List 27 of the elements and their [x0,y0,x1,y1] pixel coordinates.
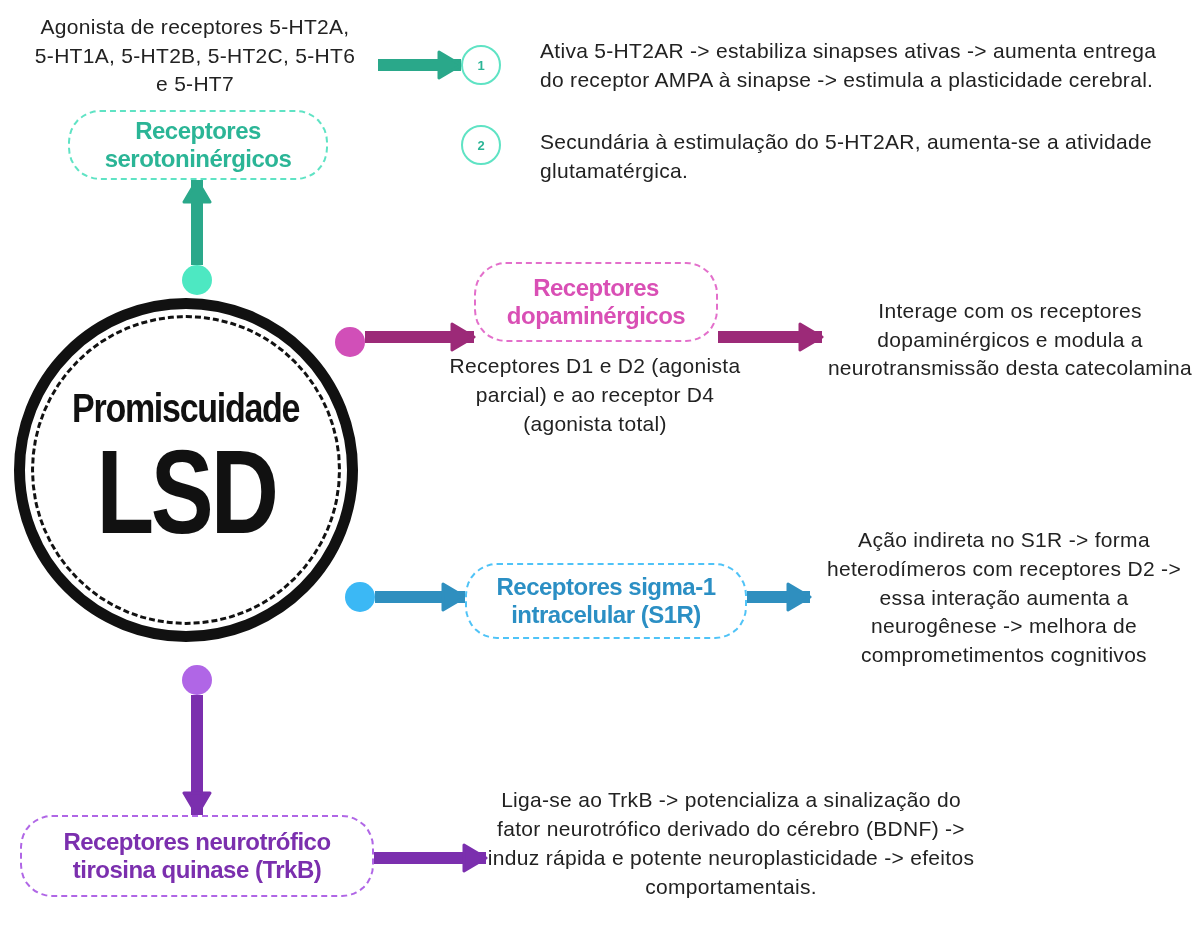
description-text: Ação indireta no S1R -> forma heterodímeros com receptores D2 -> essa interação aumenta a neurogênese -> melhora de comprometimentos cognitivos [810,508,1198,688]
dashed-pill-box: Receptores sigma-1 intracelular (S1R) [465,563,747,639]
number-badge: 2 [461,125,501,165]
arrow [365,322,476,352]
arrow [182,695,212,817]
arrow [378,50,463,80]
number-badge: 1 [461,45,501,85]
description-text: Ativa 5-HT2AR -> estabiliza sinapses ativas -> aumenta entrega do receptor AMPA à sinapse -> estimula a plasticidade cerebral. [540,18,1170,114]
dashed-pill-box: Receptores dopaminérgicos [474,262,718,342]
dashed-pill-box: Receptores serotoninérgicos [68,110,328,180]
circle-heading: LSD [96,430,276,555]
circle-title: Promiscuidade [72,385,300,431]
arrow [718,322,824,352]
arrow [375,582,467,612]
arrow [374,843,488,873]
circle-dot [335,327,365,357]
description-text: Interage com os receptores dopaminérgicos e modula a neurotransmissão desta catecolamina [822,284,1198,396]
circle-dot [182,665,212,695]
dashed-pill-box: Receptores neurotrófico tirosina quinase (TrkB) [20,815,374,897]
description-text: Agonista de receptores 5-HT2A, 5-HT1A, 5-HT2B, 5-HT2C, 5-HT6 e 5-HT7 [30,8,360,104]
note-text: Receptores D1 e D2 (agonista parcial) e ao receptor D4 (agonista total) [448,353,742,437]
ring-circle [14,298,358,642]
description-text: Liga-se ao TrkB -> potencializa a sinalização do fator neurotrófico derivado do cérebro (BDNF) -> induz rápida e potente neuroplasticidade -> efeitos comportamentais. [486,755,976,933]
description-text: Secundária à estimulação do 5-HT2AR, aumenta-se a atividade glutamatérgica. [540,124,1170,190]
circle-dot [182,265,212,295]
circle-dot [345,582,375,612]
arrow [747,582,812,612]
